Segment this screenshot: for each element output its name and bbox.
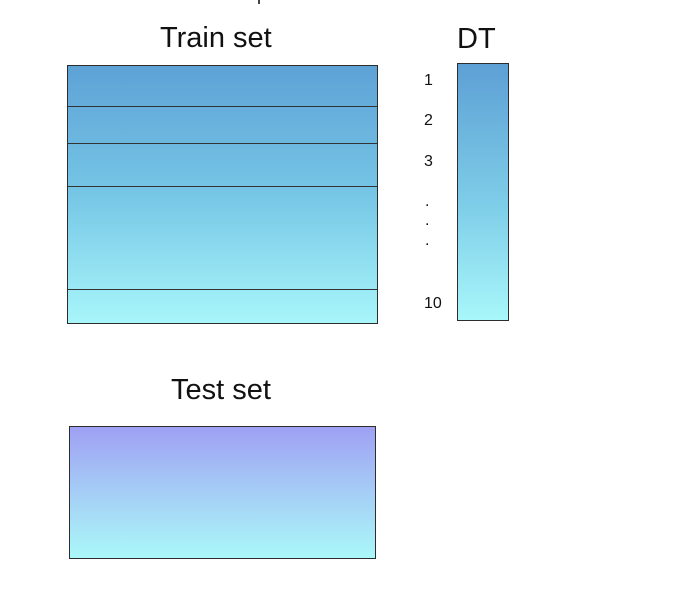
test-set-block — [69, 426, 376, 559]
fold-divider-1 — [68, 106, 377, 107]
dt-index-3: 3 — [424, 153, 433, 170]
dt-index-1: 1 — [424, 72, 433, 89]
ellipsis-dot-2: . — [425, 212, 430, 229]
train-set-block — [67, 65, 378, 324]
fold-divider-3 — [68, 186, 377, 187]
dt-index-10: 10 — [424, 295, 442, 312]
cropped-glyph-fragment — [258, 0, 272, 4]
dt-index-2: 2 — [424, 112, 433, 129]
fold-divider-4 — [68, 289, 377, 290]
dt-title: DT — [457, 23, 496, 55]
ellipsis-dot-1: . — [425, 193, 430, 210]
train-set-title: Train set — [160, 22, 272, 54]
ellipsis-dot-3: . — [425, 232, 430, 249]
fold-divider-2 — [68, 143, 377, 144]
test-set-title: Test set — [171, 374, 271, 406]
dt-column-bar — [457, 63, 509, 321]
